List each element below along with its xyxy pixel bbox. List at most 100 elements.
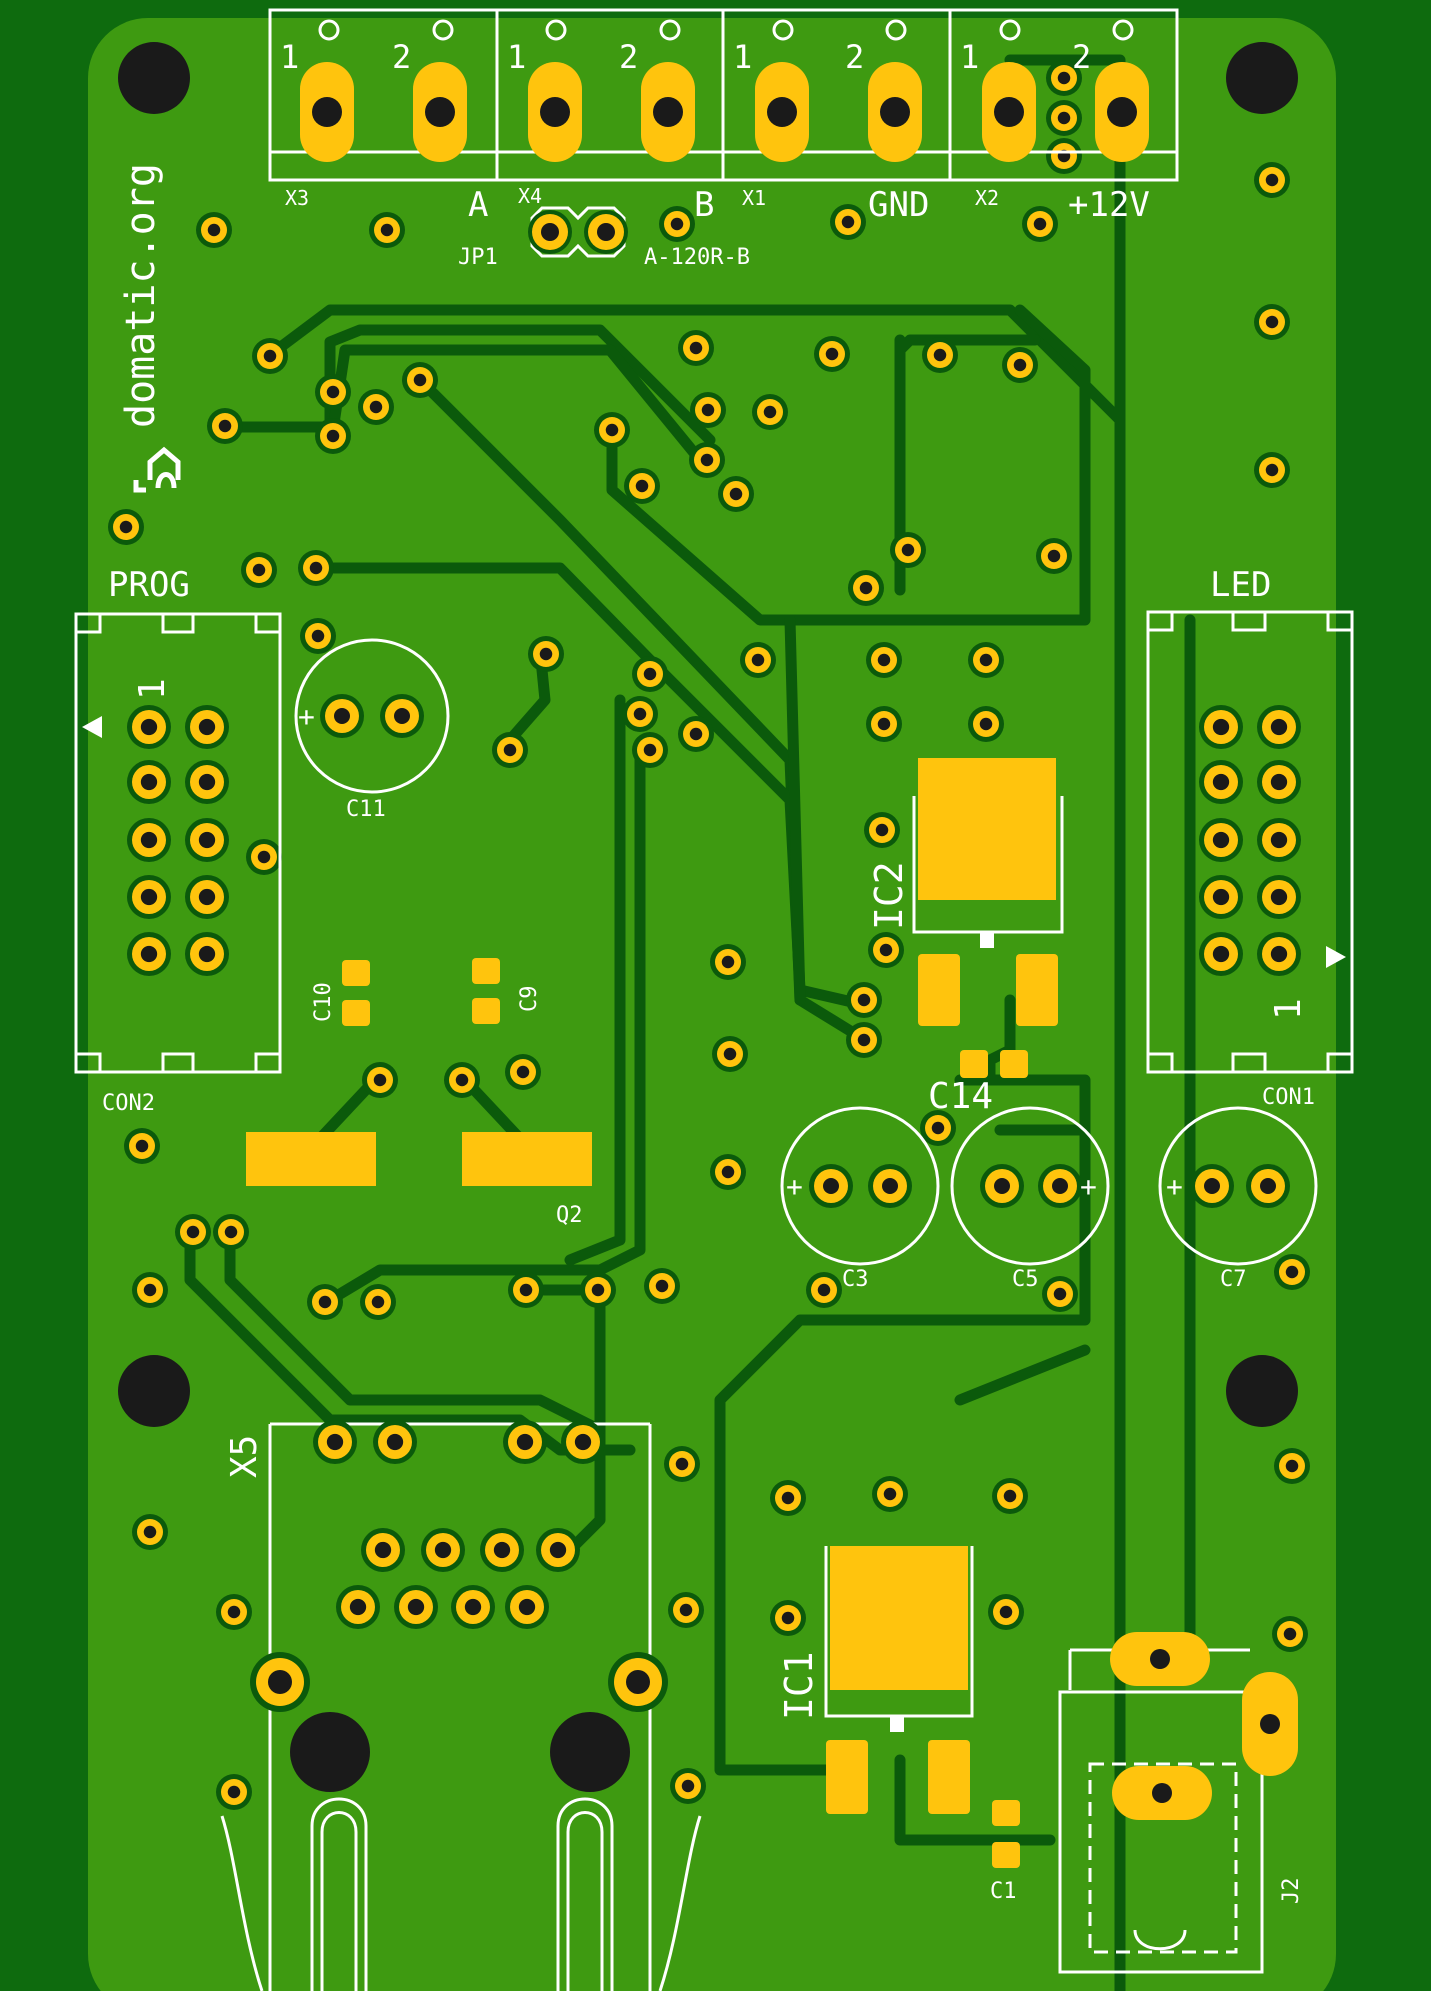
header-pin [1199,705,1243,749]
via [252,338,288,374]
via [1274,1448,1310,1484]
via [868,932,904,968]
header-pin [127,818,171,862]
con1-pin1-label: 1 [1268,998,1309,1020]
via [362,1062,398,1098]
ic2-ref: IC2 [867,861,911,930]
ic1-regulator: IC1 [777,1546,974,1814]
via [241,552,277,588]
header-pin [1257,760,1301,804]
house-logo-icon [133,446,181,493]
via [369,212,405,248]
via [213,1214,249,1250]
header-pin [1257,705,1301,749]
jp1-value: A-120R-B [644,245,750,270]
x3-net-label: A [468,185,488,225]
via [132,1272,168,1308]
x2-net-label: +12V [1068,185,1150,225]
rj45-pin [361,1528,405,1572]
via [922,337,958,373]
via [632,732,668,768]
via [1022,206,1058,242]
rj45-pin [421,1528,465,1572]
via [505,1054,541,1090]
header-pin [127,875,171,919]
via [710,1154,746,1190]
header-pin [185,760,229,804]
via [710,944,746,980]
via [806,1272,842,1308]
via [664,1446,700,1482]
con1-header: LED 1 CON1 [1146,565,1354,1110]
x3-pin1-label: 1 [280,38,299,76]
via [740,642,776,678]
via [1036,538,1072,574]
via [992,1478,1028,1514]
via [1274,1254,1310,1290]
via [1046,60,1082,96]
x2-pin2-label: 2 [1072,38,1091,76]
c10-ref: C10 [311,982,336,1022]
via [132,1514,168,1550]
via [718,476,754,512]
via [594,412,630,448]
rj45-pin [394,1585,438,1629]
c7-ref: C7 [1220,1267,1247,1292]
terminal-pads [300,62,1149,162]
rj45-pin [451,1585,495,1629]
rj45-pin [503,1420,547,1464]
pin1-marker-icon [82,716,102,738]
header-pin [185,875,229,919]
con1-pins [1199,705,1301,976]
via [1254,162,1290,198]
x5-ref: X5 [224,1435,265,1478]
via [216,1774,252,1810]
via [920,1110,956,1146]
via [1042,1276,1078,1312]
ic1-ref: IC1 [777,1651,821,1720]
con2-pin1-label: 1 [132,678,173,700]
c11-ref: C11 [346,797,386,822]
via [988,1594,1024,1630]
header-pin [1257,875,1301,919]
via [108,509,144,545]
via [864,812,900,848]
q2-transistor: Q2 [246,1132,592,1228]
c5-plus: + [1080,1170,1097,1203]
via [830,204,866,240]
via [315,374,351,410]
via [846,1022,882,1058]
via [770,1480,806,1516]
via [580,1272,616,1308]
x5-pins [313,1420,605,1629]
c5-capacitor: + C5 [950,1106,1110,1292]
mounting-holes [118,42,1298,1427]
via [358,389,394,425]
terminal-block: 1 2 1 2 1 2 1 2 X3 A X4 B X1 GND X2 +12V [268,8,1179,225]
rj45-pin [561,1420,605,1464]
via [866,706,902,742]
c9-ref: C9 [517,986,542,1013]
via [712,1036,748,1072]
via [846,982,882,1018]
via [196,212,232,248]
via [644,1268,680,1304]
c7-plus: + [1166,1170,1183,1203]
via [216,1594,252,1630]
c11-capacitor: + C11 [294,638,450,822]
via [689,442,725,478]
via [207,408,243,444]
via [444,1062,480,1098]
rj45-pin [313,1420,357,1464]
x3-pin2-label: 2 [392,38,411,76]
c5-ref: C5 [1012,1267,1039,1292]
x4-pin2-label: 2 [619,38,638,76]
via [528,636,564,672]
header-pin [127,932,171,976]
con2-ref: CON2 [102,1091,155,1116]
header-pin [1199,818,1243,862]
jp1-jumper: JP1 A-120R-B [458,206,750,270]
via [632,656,668,692]
j2-ref: J2 [1279,1878,1304,1905]
via [968,706,1004,742]
